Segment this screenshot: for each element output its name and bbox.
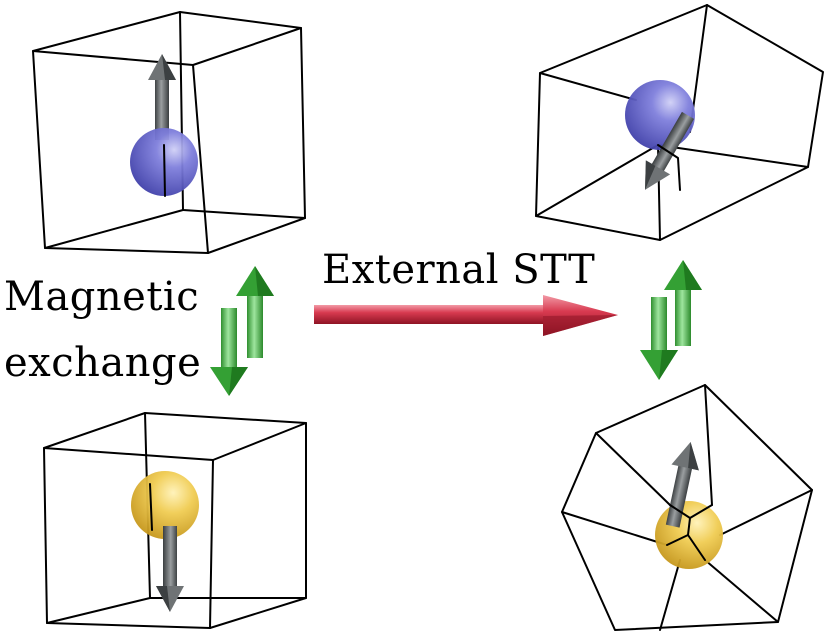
cube-bottom-right [561,384,813,631]
cube-bottom-left [43,412,307,629]
cube-top-left [32,11,306,254]
exchange-label: exchange [4,340,202,386]
up-down-arrows-icon-right [640,260,702,380]
spin-arrow-down [156,526,184,612]
up-down-arrows-icon [210,266,274,396]
right-arrow-icon [314,295,618,336]
gold-sphere-bottom-left [131,471,199,539]
external-stt-label: External STT [322,247,596,293]
magnetic-label: Magnetic [4,274,200,320]
spin-arrow-up [148,54,176,140]
